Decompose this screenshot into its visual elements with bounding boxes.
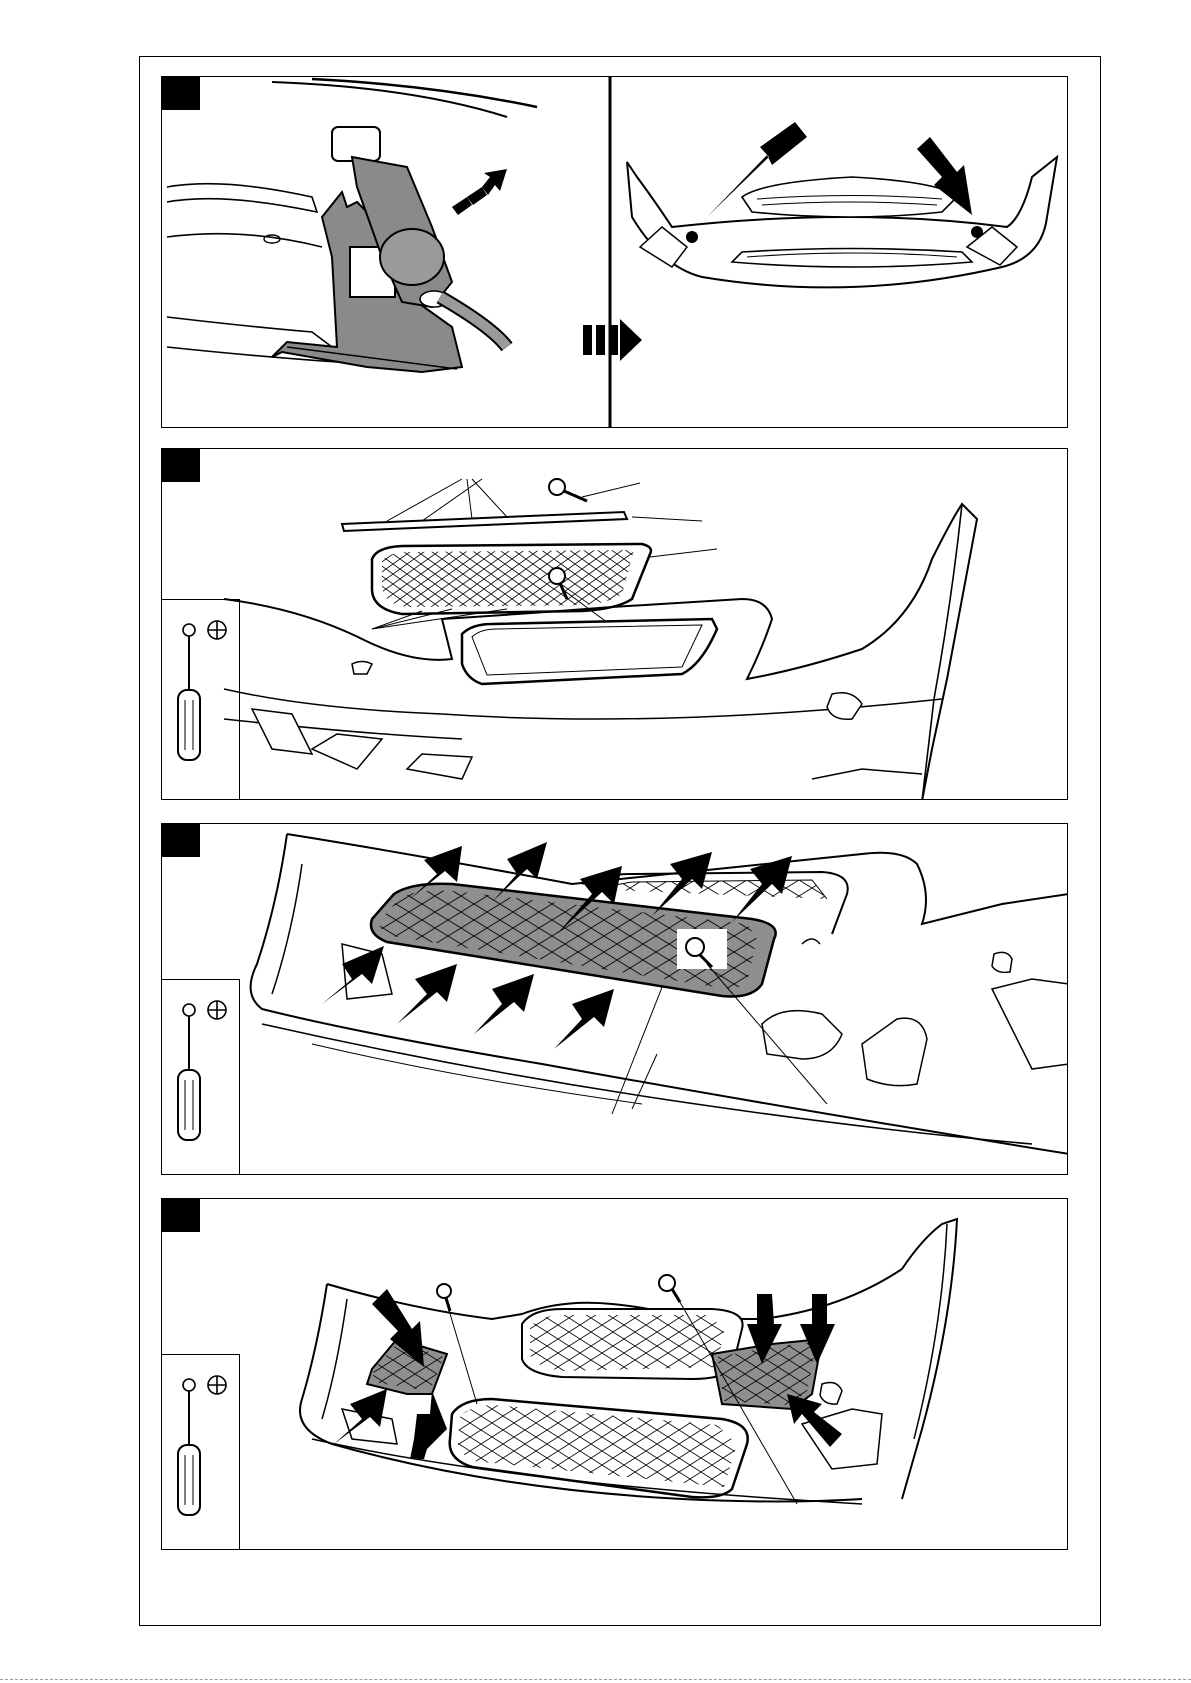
screw-icon — [549, 479, 640, 501]
pull-direction-arrow-icon — [452, 169, 507, 215]
arrow-icon — [474, 974, 534, 1034]
step-3-illustration — [162, 824, 1068, 1175]
step-2-panel — [161, 448, 1068, 800]
step-1-illustration — [162, 77, 1068, 428]
step-4-panel — [161, 1198, 1068, 1550]
arrow-icon — [397, 964, 457, 1024]
front-bumper-overview — [627, 157, 1057, 287]
step-2-illustration — [162, 449, 1068, 800]
front-bumper — [251, 834, 1068, 1154]
step-1-panel — [161, 76, 1068, 428]
next-substep-arrow-icon — [583, 319, 642, 361]
step-4-illustration — [162, 1199, 1068, 1550]
arrow-icon — [410, 1391, 447, 1459]
arrow-icon — [554, 989, 614, 1049]
screw-icon — [437, 1284, 477, 1404]
step-3-panel — [161, 823, 1068, 1175]
page-cut-line — [0, 1679, 1191, 1680]
